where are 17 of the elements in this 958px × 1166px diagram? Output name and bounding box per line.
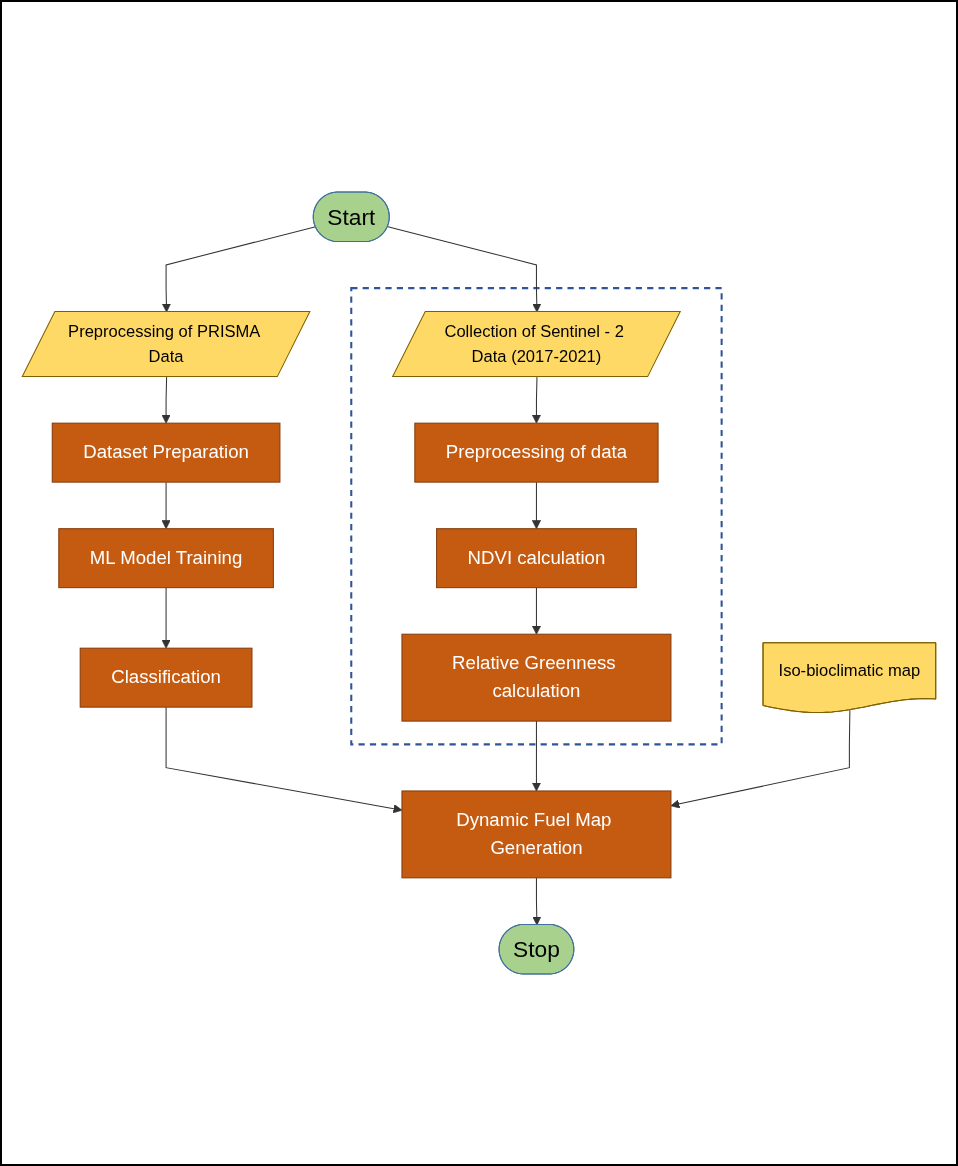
arrow (531, 481, 541, 530)
arrow (670, 709, 851, 809)
cluster (350, 287, 723, 746)
node-box: NDVI calculation (436, 528, 637, 589)
node-box: Classification (79, 647, 253, 708)
arrow (531, 720, 541, 792)
arrow (161, 376, 171, 424)
node-box: Preprocessing of data (414, 422, 659, 483)
arrow (531, 587, 541, 635)
node-box: Relative Greenness calculation (401, 633, 672, 722)
node-box: Dynamic Fuel Map Generation (401, 790, 672, 879)
node-box: Dataset Preparation (51, 422, 281, 483)
arrow (532, 877, 542, 926)
arrow (531, 376, 541, 424)
node-box: ML Model Training (58, 528, 274, 589)
arrow (161, 587, 171, 649)
arrow (161, 481, 171, 530)
